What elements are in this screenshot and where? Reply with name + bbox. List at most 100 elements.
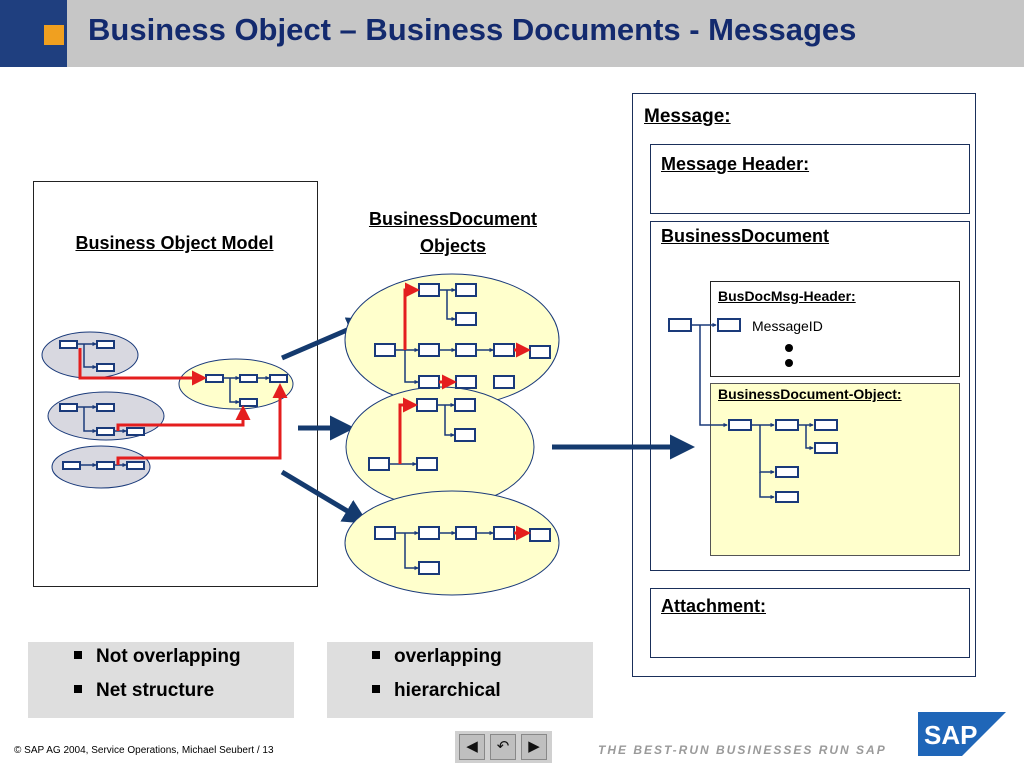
message-header-box (650, 144, 970, 214)
msg-node (814, 419, 838, 431)
sap-logo-text: SAP (924, 720, 977, 750)
message-header-title: Message Header: (661, 154, 810, 174)
bdo-node (529, 345, 551, 359)
bdo-node (455, 312, 477, 326)
bullet-item: Not overlapping (74, 646, 241, 668)
msg-node (668, 318, 692, 332)
msg-node (775, 466, 799, 478)
bdo-node (368, 457, 390, 471)
bdo-node (416, 457, 438, 471)
bullet-item: hierarchical (372, 680, 501, 702)
business-object-model-box (33, 181, 318, 587)
bullet-text: Net structure (96, 680, 215, 701)
bdo-node (455, 375, 477, 389)
bdo-node (416, 398, 438, 412)
bdo-node (374, 526, 396, 540)
bom-ellipse-1 (41, 331, 139, 379)
square-bullet-icon (74, 650, 82, 659)
bullet-text: Not overlapping (96, 646, 241, 667)
bdo-ellipses (344, 273, 560, 596)
bdo-node (455, 283, 477, 297)
right-bullet-panel: overlapping hierarchical (327, 642, 593, 718)
bdo-node (418, 375, 440, 389)
orange-square-icon (44, 25, 64, 45)
message-edges (691, 322, 814, 500)
bom-node (126, 461, 145, 470)
attachment-title: Attachment: (661, 596, 767, 616)
bdo-node (529, 528, 551, 542)
left-bullet-panel: Not overlapping Net structure (28, 642, 294, 718)
bullet-text: hierarchical (394, 680, 501, 701)
msg-node (728, 419, 752, 431)
bdo-node (454, 398, 476, 412)
bdo-node (454, 428, 476, 442)
bdo-node (493, 526, 515, 540)
bullet-item: Net structure (74, 680, 214, 702)
bom-node (96, 427, 115, 436)
message-nodes (668, 318, 838, 503)
msg-node (717, 318, 741, 332)
bom-node (59, 403, 78, 412)
bom-node (96, 340, 115, 349)
bdo-title-line1: BusinessDocument (368, 209, 538, 229)
ellipsis-dots (785, 344, 793, 367)
bom-edges (77, 341, 270, 468)
attachment-box (650, 588, 970, 658)
bdo-node (493, 343, 515, 357)
footer-caption: SAP AG 2004, Service Operations, Michael… (24, 745, 274, 756)
msg-node (775, 419, 799, 431)
busdocmsg-header-title: BusDocMsg-Header: (718, 288, 856, 304)
message-title: Message: (644, 106, 731, 127)
bdo-node (455, 343, 477, 357)
bom-node (59, 340, 78, 349)
msg-node (775, 491, 799, 503)
square-bullet-icon (372, 650, 380, 659)
ellipsis-dot (785, 344, 793, 352)
bdo-node (418, 561, 440, 575)
bom-node (96, 403, 115, 412)
sap-tagline: THE BEST-RUN BUSINESSES RUN SAP (598, 743, 887, 757)
bdo-node (418, 526, 440, 540)
slide-title: Business Object – Business Documents - M… (88, 12, 857, 47)
busdocmsg-header-box (710, 281, 960, 377)
bom-node (96, 461, 115, 470)
arrow-to-bdo-3 (280, 469, 369, 524)
footer-text: © SAP AG 2004, Service Operations, Micha… (14, 745, 274, 756)
bom-red-relations (78, 348, 288, 465)
msg-node (814, 442, 838, 454)
bdo-node (374, 343, 396, 357)
bdo-ellipse-3 (344, 490, 560, 596)
bom-node (62, 461, 81, 470)
business-document-title: BusinessDocument (661, 226, 830, 246)
bdo-node (418, 343, 440, 357)
previous-slide-button[interactable]: ◀ (459, 734, 485, 760)
navy-arrows (280, 317, 695, 524)
bom-nodes (59, 340, 288, 470)
bom-node (126, 427, 145, 436)
bom-node (239, 398, 258, 407)
business-object-model-title: Business Object Model (75, 233, 274, 253)
bom-node (239, 374, 258, 383)
copyright-symbol: © (14, 745, 22, 756)
business-document-object-box (710, 383, 960, 556)
bom-node (205, 374, 224, 383)
bdo-nodes (368, 283, 551, 575)
message-box (632, 93, 976, 677)
square-bullet-icon (74, 684, 82, 693)
title-bar (0, 0, 1024, 67)
bullet-item: overlapping (372, 646, 502, 668)
square-bullet-icon (372, 684, 380, 693)
sap-logo: SAP (918, 712, 1006, 756)
return-button[interactable]: ↶ (490, 734, 516, 760)
message-id-label: MessageID (752, 318, 823, 334)
bom-node (269, 374, 288, 383)
bullet-text: overlapping (394, 646, 502, 667)
bdo-edges (389, 287, 494, 571)
next-slide-button[interactable]: ▶ (521, 734, 547, 760)
bom-node (96, 363, 115, 372)
bdo-node (455, 526, 477, 540)
ellipsis-dot (785, 359, 793, 367)
business-document-object-title: BusinessDocument-Object: (718, 386, 902, 402)
bdo-node (493, 375, 515, 389)
